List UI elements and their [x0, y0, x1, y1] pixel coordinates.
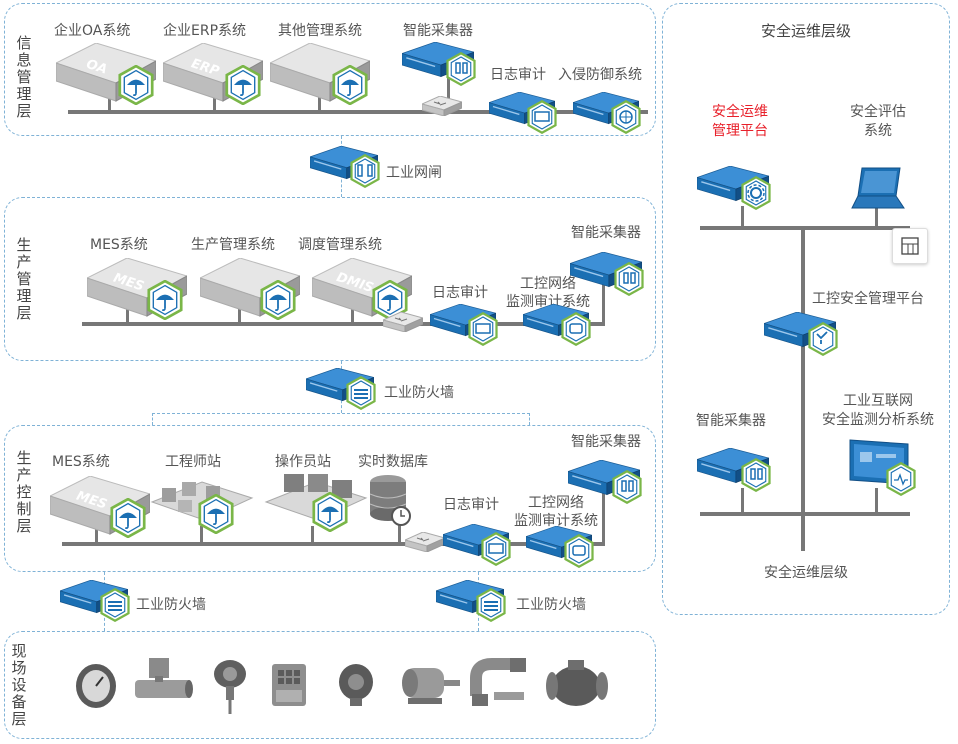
rtdb-database-icon[interactable] [368, 474, 418, 530]
pc-rtdb-label: 实时数据库 [358, 454, 428, 470]
io-module-icon [272, 664, 306, 706]
pc-switch-icon [405, 532, 445, 552]
info-log-audit-icon[interactable] [489, 92, 567, 134]
valve-icon [546, 660, 608, 706]
pm-monitor-label: 工控网络 监测审计系统 [506, 276, 590, 310]
pc-monitor-label: 工控网络 监测审计系统 [514, 495, 598, 529]
pm-dispatch-label: 调度管理系统 [298, 237, 382, 253]
firewall-1-icon[interactable] [306, 368, 384, 412]
oa-server-icon[interactable]: OA [56, 43, 166, 105]
info-layer-label: 信息管理层 [16, 34, 32, 120]
pm-collector-icon[interactable] [570, 252, 652, 296]
gatekeeper-label: 工业网闸 [386, 165, 442, 181]
motor-icon [402, 668, 460, 704]
pc-collector-icon[interactable] [568, 460, 650, 504]
production-mgmt-bus [82, 322, 582, 326]
svg-text:OA: OA [84, 57, 109, 78]
security-zone [662, 3, 950, 615]
ics-mgmt-label: 工控安全管理平台 [812, 291, 924, 307]
operator-station-icon[interactable] [264, 470, 376, 532]
ics-mgmt-platform-icon[interactable] [764, 312, 846, 358]
pc-mes-label: MES系统 [52, 454, 110, 470]
ops-platform-icon[interactable] [697, 166, 779, 212]
field-layer-zone [4, 631, 656, 739]
info-collector-icon[interactable] [402, 42, 484, 86]
security-title: 安全运维层级 [760, 22, 851, 40]
info-bus [68, 110, 648, 114]
security-footer-label: 安全运维层级 [764, 565, 848, 581]
production-ctrl-label: 生产控制层 [16, 449, 32, 535]
pipe-actuator-icon [470, 658, 526, 706]
info-log-audit-label: 日志审计 [490, 67, 546, 83]
firewall-3-label: 工业防火墙 [516, 597, 586, 613]
production-mgmt-zone [4, 197, 656, 361]
info-collector-label: 智能采集器 [403, 23, 473, 39]
pm-dispatch-server-icon[interactable]: DMIS [312, 258, 422, 320]
firewall-1-label: 工业防火墙 [384, 385, 454, 401]
pc-collector-label: 智能采集器 [571, 434, 641, 450]
pm-collector-label: 智能采集器 [571, 225, 641, 241]
pm-prod-mgmt-server-icon[interactable] [200, 258, 310, 320]
ops-platform-label: 安全运维 管理平台 [712, 104, 768, 139]
transmitter-icon [214, 660, 246, 714]
flowmeter-icon [135, 658, 193, 698]
firewall-2-label: 工业防火墙 [136, 597, 206, 613]
ids-icon[interactable] [573, 92, 651, 134]
pm-mes-label: MES系统 [90, 237, 148, 253]
pressure-gauge-icon [76, 664, 116, 708]
sec-collector-label: 智能采集器 [696, 413, 766, 429]
oa-system-label: 企业OA系统 [54, 23, 131, 39]
iiot-monitor-icon[interactable] [846, 438, 918, 496]
assessment-label: 安全评估 系统 [850, 104, 906, 139]
pc-log-audit-label: 日志审计 [443, 497, 499, 513]
pm-switch-icon [383, 312, 423, 332]
pc-mes-server-icon[interactable]: MES [50, 476, 160, 538]
info-layer-zone [4, 3, 656, 136]
production-mgmt-label: 生产管理层 [16, 236, 32, 322]
other-mgmt-label: 其他管理系统 [278, 23, 362, 39]
connector-line [152, 413, 530, 425]
grid-report-icon[interactable] [892, 228, 928, 264]
erp-system-label: 企业ERP系统 [163, 23, 247, 39]
pm-log-audit-icon[interactable] [430, 304, 508, 346]
security-top-bus [700, 226, 910, 230]
engineer-station-icon[interactable] [150, 472, 262, 534]
pm-mes-server-icon[interactable]: MES [87, 258, 197, 320]
info-switch-icon [422, 96, 462, 116]
pm-log-audit-label: 日志审计 [432, 285, 488, 301]
production-ctrl-zone [4, 425, 656, 572]
ids-label: 入侵防御系统 [558, 67, 642, 83]
pc-log-audit-icon[interactable] [443, 524, 521, 566]
sec-collector-icon[interactable] [697, 448, 779, 494]
gatekeeper-icon[interactable] [310, 146, 388, 190]
iiot-label: 工业互联网 安全监测分析系统 [822, 393, 934, 428]
field-layer-label: 现场设备层 [11, 642, 27, 728]
firewall-2-icon[interactable] [60, 580, 138, 624]
sensor-icon [339, 664, 373, 706]
pc-monitor-icon[interactable] [526, 526, 604, 568]
security-trunk [801, 226, 805, 551]
assessment-laptop-icon[interactable] [850, 166, 910, 212]
security-bottom-bus [700, 512, 910, 516]
pc-operator-label: 操作员站 [275, 454, 331, 470]
pm-monitor-icon[interactable] [523, 304, 601, 346]
other-mgmt-server-icon[interactable] [270, 43, 380, 105]
erp-server-icon[interactable]: ERP [163, 43, 273, 105]
production-ctrl-bus [62, 542, 582, 546]
firewall-3-icon[interactable] [436, 580, 514, 624]
pm-prod-mgmt-label: 生产管理系统 [191, 237, 275, 253]
pc-engineer-label: 工程师站 [165, 454, 221, 470]
